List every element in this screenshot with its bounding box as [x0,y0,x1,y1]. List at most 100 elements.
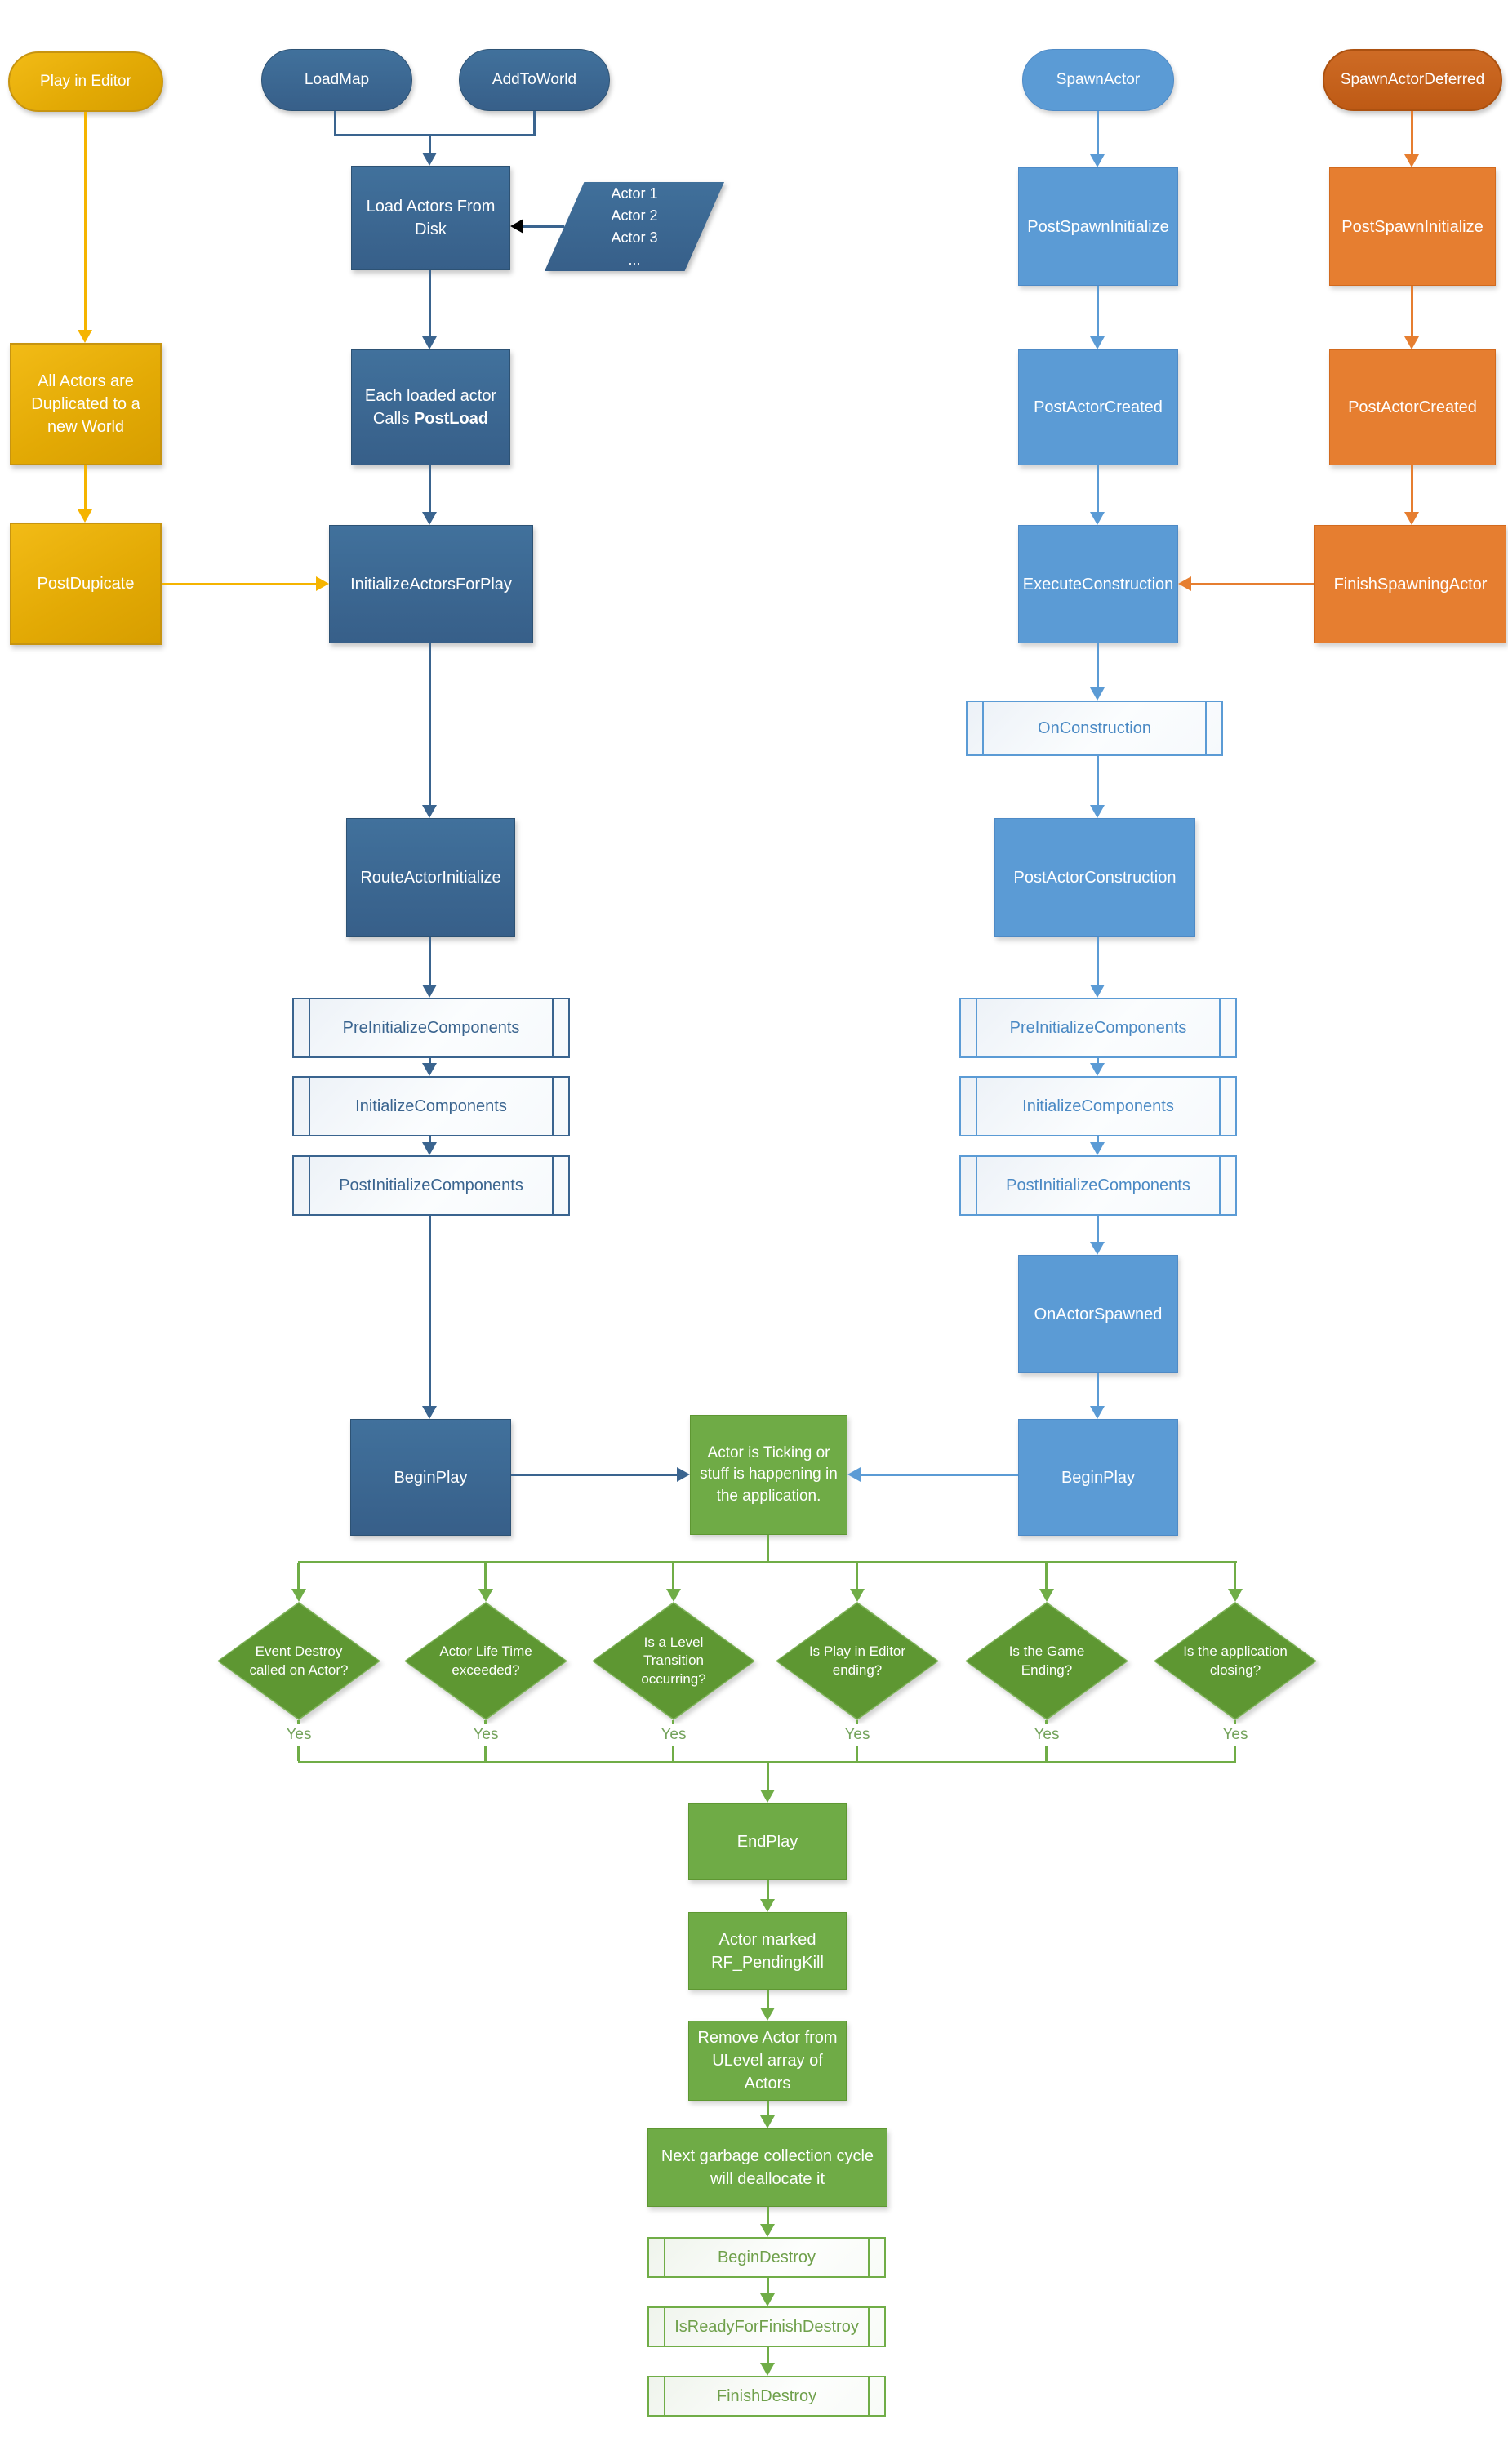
node-label: IsReadyForFinishDestroy [674,2317,859,2336]
connector-line [767,2101,769,2115]
node-label: Remove Actor from ULevel array of Actors [697,2029,838,2093]
connector-line [429,937,431,985]
node-execute-construction: ExecuteConstruction [1018,525,1178,643]
arrow-head [510,219,523,234]
decision-label: Event Destroy called on Actor? [249,1643,349,1678]
node-label: AddToWorld [492,70,577,88]
arrow-head [1090,1406,1105,1419]
node-label: Load Actors From Disk [366,198,496,238]
actor-list-item: ... [628,251,641,268]
connector-line [767,1880,769,1899]
arrow-head [1090,336,1105,349]
connector-line [334,134,536,136]
node-label: FinishDestroy [716,2386,817,2405]
arrow-head [1090,512,1105,525]
connector-line [297,1563,300,1589]
node-post-initialize-components-left: PostInitializeComponents [292,1155,570,1216]
arrow-head [1090,1242,1105,1255]
connector-line [429,643,431,805]
connector-line [484,1563,487,1589]
node-post-dupicate: PostDupicate [10,523,162,645]
connector-line [1097,1058,1099,1063]
node-label: BeginPlay [1061,1468,1136,1487]
node-label: OnConstruction [1038,718,1151,737]
postload-line1: Each loaded actor [364,387,497,405]
node-post-spawn-initialize-deferred: PostSpawnInitialize [1329,167,1496,286]
yes-label: Yes [1022,1724,1071,1746]
node-spawn-actor-deferred: SpawnActorDeferred [1323,49,1502,111]
node-all-actors-duplicated: All Actors are Duplicated to a new World [10,343,162,465]
arrow-head [1090,154,1105,167]
node-label: SpawnActor [1056,70,1141,88]
arrow-head [422,512,437,525]
decision-pie-ending: Is Play in Editor ending? [776,1602,939,1720]
node-pre-initialize-components-left: PreInitializeComponents [292,998,570,1058]
node-label: Each loaded actor Calls PostLoad [365,385,496,430]
node-label: OnActorSpawned [1034,1305,1163,1323]
yes-label: Yes [833,1724,882,1746]
node-initialize-components-left: InitializeComponents [292,1076,570,1136]
node-pre-initialize-components-right: PreInitializeComponents [959,998,1237,1058]
decision-label: Is the application closing? [1183,1643,1288,1678]
decision-level-transition: Is a Level Transition occurring? [592,1602,755,1720]
node-label: PreInitializeComponents [1009,1018,1187,1037]
connector-line [767,1990,769,2008]
node-add-to-world: AddToWorld [459,49,610,111]
node-initialize-components-right: InitializeComponents [959,1076,1237,1136]
node-label: Next garbage collection cycle will deall… [661,2147,874,2188]
node-label: FinishSpawningActor [1333,575,1488,594]
arrow-head [1404,154,1419,167]
connector-line [429,270,431,336]
node-label: PostSpawnInitialize [1027,217,1169,236]
arrow-head [478,1589,493,1602]
node-spawn-actor: SpawnActor [1022,49,1174,111]
node-is-ready-for-finish-destroy: IsReadyForFinishDestroy [647,2306,886,2347]
node-post-initialize-components-right: PostInitializeComponents [959,1155,1237,1216]
connector-line [767,2278,769,2293]
decision-application-closing: Is the application closing? [1154,1602,1317,1720]
node-begin-destroy: BeginDestroy [647,2237,886,2278]
node-label: RouteActorInitialize [360,869,501,887]
node-on-actor-spawned: OnActorSpawned [1018,1255,1178,1373]
connector-line [1097,937,1099,985]
connector-line [1234,1563,1236,1589]
connector-line [1097,756,1099,805]
node-label: PostActorConstruction [1013,869,1177,887]
connector-line [84,112,87,330]
node-each-loaded-actor-postload: Each loaded actor Calls PostLoad [351,349,510,465]
connector-line [767,2347,769,2363]
arrow-head [1039,1589,1054,1602]
connector-line [298,1761,1236,1763]
node-pending-kill: Actor marked RF_PendingKill [688,1912,847,1990]
node-label: PreInitializeComponents [342,1018,520,1037]
decision-event-destroy: Event Destroy called on Actor? [217,1602,380,1720]
arrow-head [1178,576,1191,591]
connector-line [523,225,564,228]
node-initialize-actors-for-play: InitializeActorsForPlay [329,525,533,643]
node-post-actor-created-deferred: PostActorCreated [1329,349,1496,465]
node-label: Actor marked RF_PendingKill [711,1930,824,1972]
arrow-head [1090,985,1105,998]
node-actor-ticking: Actor is Ticking or stuff is happening i… [690,1415,847,1535]
connector-line [429,465,431,512]
connector-line [672,1563,674,1589]
node-finish-spawning-actor: FinishSpawningActor [1314,525,1506,643]
arrow-head [1090,805,1105,818]
arrow-head [422,985,437,998]
connector-line [767,1535,769,1561]
arrow-head [78,509,92,523]
connector-line [511,1474,677,1476]
arrow-head [760,1899,775,1912]
postload-bold: PostLoad [413,410,489,428]
node-route-actor-initialize: RouteActorInitialize [346,818,515,937]
node-load-actors-from-disk: Load Actors From Disk [351,166,510,270]
node-finish-destroy: FinishDestroy [647,2376,886,2417]
arrow-head [1090,1142,1105,1155]
arrow-head [422,1406,437,1419]
arrow-head [760,2363,775,2376]
node-load-map: LoadMap [261,49,412,111]
connector-line [1191,583,1314,585]
node-label: BeginPlay [394,1468,468,1487]
arrow-head [422,1063,437,1076]
connector-line [1411,465,1413,512]
